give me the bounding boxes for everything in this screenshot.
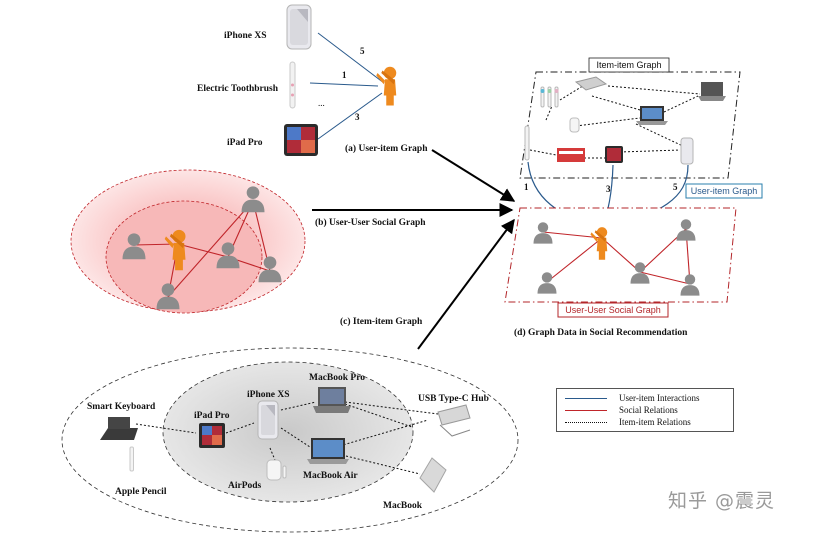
rating-ipad-d: 3 [606,184,611,194]
toothpaste-icon [557,148,585,162]
iphone-xs-icon [257,400,279,440]
caption-d: (d) Graph Data in Social Recommendation [514,327,688,338]
electric-toothbrush-label: Electric Toothbrush [197,84,279,94]
toothbrush-icon [524,125,530,161]
caption-c: (c) Item-item Graph [340,316,423,327]
electric-toothbrush-icon [289,61,296,109]
legend-row-user-item: User-item Interactions [565,392,700,404]
rating-iphone: 5 [360,46,365,56]
caption-a: (a) User-item Graph [345,143,428,154]
usb-hub-icon [437,404,471,437]
item-item-graph-panel: Smart Keyboard Apple Pencil iPad Pro iPh… [61,316,519,533]
usb-hub-label: USB Type-C Hub [418,394,489,404]
apple-pencil-label: Apple Pencil [115,487,167,497]
macbook-air-label: MacBook Air [303,471,358,481]
legend-user-item-label: User-item Interactions [619,393,700,403]
iphone-xs-icon [680,137,694,165]
ipad-pro-label: iPad Pro [227,138,263,148]
user-item-graph-box-label: User-item Graph [691,186,758,196]
ipad-pro-icon [199,423,225,448]
macbook-icon [419,457,447,493]
rating-iphone-d: 5 [673,182,678,192]
item-item-graph-box-label: Item-item Graph [596,60,661,70]
macbook-pro-icon [698,82,726,101]
rating-toothbrush: 1 [342,70,347,80]
iphone-xs-label: iPhone XS [224,31,267,41]
legend-row-social: Social Relations [565,404,678,416]
smart-keyboard-icon [100,417,138,440]
ipad-pro-icon [605,146,623,163]
target-user-icon [376,66,397,106]
legend-social-swatch [565,409,607,411]
legend-row-item-item: Item-item Relations [565,416,691,428]
airpods-icon [569,117,580,133]
legend: User-item Interactions Social Relations … [556,388,734,432]
iphone-xs-c-label: iPhone XS [247,390,290,400]
ipad-pro-icon [284,124,318,156]
usb-hub-icon [574,76,608,91]
macbook-air-icon [307,438,349,464]
airpods-label: AirPods [228,481,262,491]
legend-social-label: Social Relations [619,405,678,415]
legend-item-item-label: Item-item Relations [619,417,691,427]
iphone-xs-icon [286,4,312,50]
rating-ipad: 3 [355,112,360,122]
toothbrush-icons [540,86,559,108]
smart-keyboard-label: Smart Keyboard [87,402,156,412]
apple-pencil-icon [129,446,134,472]
watermark: 知乎 @震灵 [668,490,776,512]
ellipsis: ... [318,98,325,108]
user-user-social-graph-panel: (b) User-User Social Graph [70,169,426,314]
user-user-social-graph-box-label: User-User Social Graph [565,305,661,315]
ipad-pro-c-label: iPad Pro [194,411,230,421]
macbook-pro-icon [313,387,351,413]
rating-toothbrush-d: 1 [524,182,529,192]
airpods-icon [266,459,287,481]
legend-item-item-swatch [565,421,607,423]
graph-data-panel: Item-item Graph [504,57,763,338]
legend-user-item-swatch [565,397,607,399]
macbook-pro-label: MacBook Pro [309,373,365,383]
macbook-air-icon [636,106,668,125]
macbook-label: MacBook [383,501,423,511]
user-item-graph-panel: iPhone XS Electric Toothbrush iPad Pro 5… [197,4,428,156]
caption-b: (b) User-User Social Graph [315,217,426,228]
